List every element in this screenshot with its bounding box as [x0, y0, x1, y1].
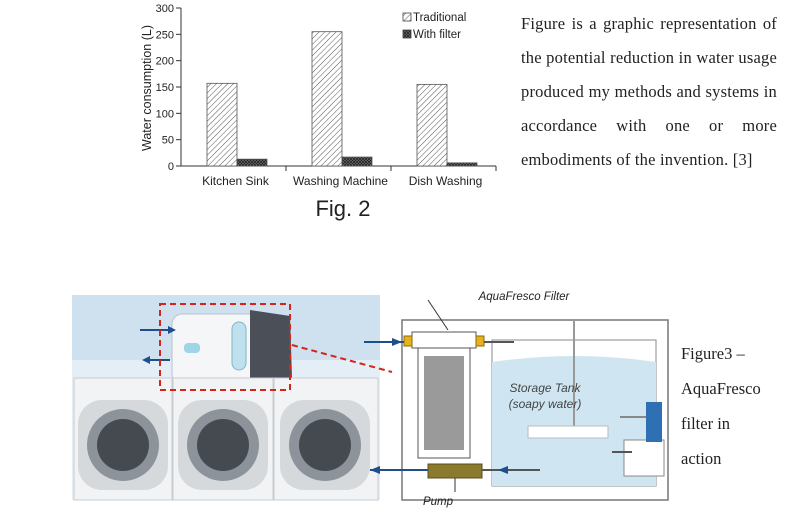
schematic-inlet-arrow-icon	[392, 338, 402, 346]
filter-unit-icon	[171, 310, 292, 386]
tank-return-arrow-icon	[498, 466, 508, 474]
valve-icon	[646, 402, 662, 442]
caption-line: Figure3 –	[681, 344, 745, 363]
washing-machine-2-icon	[172, 377, 274, 501]
description-paragraph: Figure is a graphic representation of th…	[521, 14, 777, 169]
y-axis-label: Water consumption (L)	[140, 25, 154, 151]
caption-line: AquaFresco	[681, 379, 761, 398]
legend-swatch	[402, 29, 412, 39]
figure-2-label: Fig. 2	[315, 196, 370, 221]
pump-outlet-arrow-icon	[370, 466, 380, 474]
x-tick-label: Kitchen Sink	[202, 174, 270, 188]
figure-3-caption: Figure3 – AquaFresco filter in action	[681, 336, 791, 476]
y-tick-label: 200	[156, 56, 174, 68]
y-tick-label: 100	[156, 108, 174, 120]
legend-label: With filter	[413, 29, 461, 41]
bar-with-filter	[236, 158, 268, 167]
legend-label: Traditional	[413, 12, 466, 24]
filter-cartridge	[411, 331, 477, 349]
filter-schematic	[364, 299, 669, 501]
y-axis-ticks: 0 50 100 150 200 250 300	[156, 3, 181, 173]
bar-with-filter	[341, 156, 373, 167]
y-tick-label: 50	[162, 135, 174, 147]
aquafresco-illustration: AquaFresco Filter Storage Tank (soapy wa…	[72, 291, 669, 508]
washing-machines-photo	[72, 295, 380, 501]
highlight-dashed-box	[159, 303, 291, 391]
y-tick-label: 150	[156, 82, 174, 94]
washing-machine-3-icon	[273, 377, 379, 501]
tank-label-line2: (soapy water)	[509, 397, 582, 411]
caption-line: action	[681, 449, 722, 468]
pump-icon	[427, 463, 483, 479]
x-tick-label: Dish Washing	[409, 174, 483, 188]
legend-swatch	[402, 12, 412, 22]
water-consumption-chart: Water consumption (L) 0 50 100 150 200 250 300…	[140, 3, 497, 221]
caption-line: filter in	[681, 414, 731, 433]
x-tick-label: Washing Machine	[293, 174, 388, 188]
inlet-arrow-icon	[168, 326, 176, 334]
washing-machine-1-icon	[73, 377, 173, 501]
y-tick-label: 0	[168, 161, 174, 173]
y-tick-label: 250	[156, 29, 174, 41]
bar-traditional	[311, 31, 343, 167]
tank-label-line1: Storage Tank	[510, 381, 582, 395]
filter-label: AquaFresco Filter	[478, 291, 571, 303]
x-axis-ticks: Kitchen Sink Washing Machine Dish Washing	[202, 166, 497, 188]
zoom-connector-line	[291, 344, 393, 373]
bar-traditional	[206, 82, 238, 167]
y-tick-label: 300	[156, 3, 174, 15]
bars	[206, 31, 478, 167]
outlet-arrow-icon	[142, 356, 150, 364]
bar-with-filter	[446, 162, 478, 167]
pump-label: Pump	[423, 496, 454, 508]
bar-traditional	[416, 83, 448, 167]
